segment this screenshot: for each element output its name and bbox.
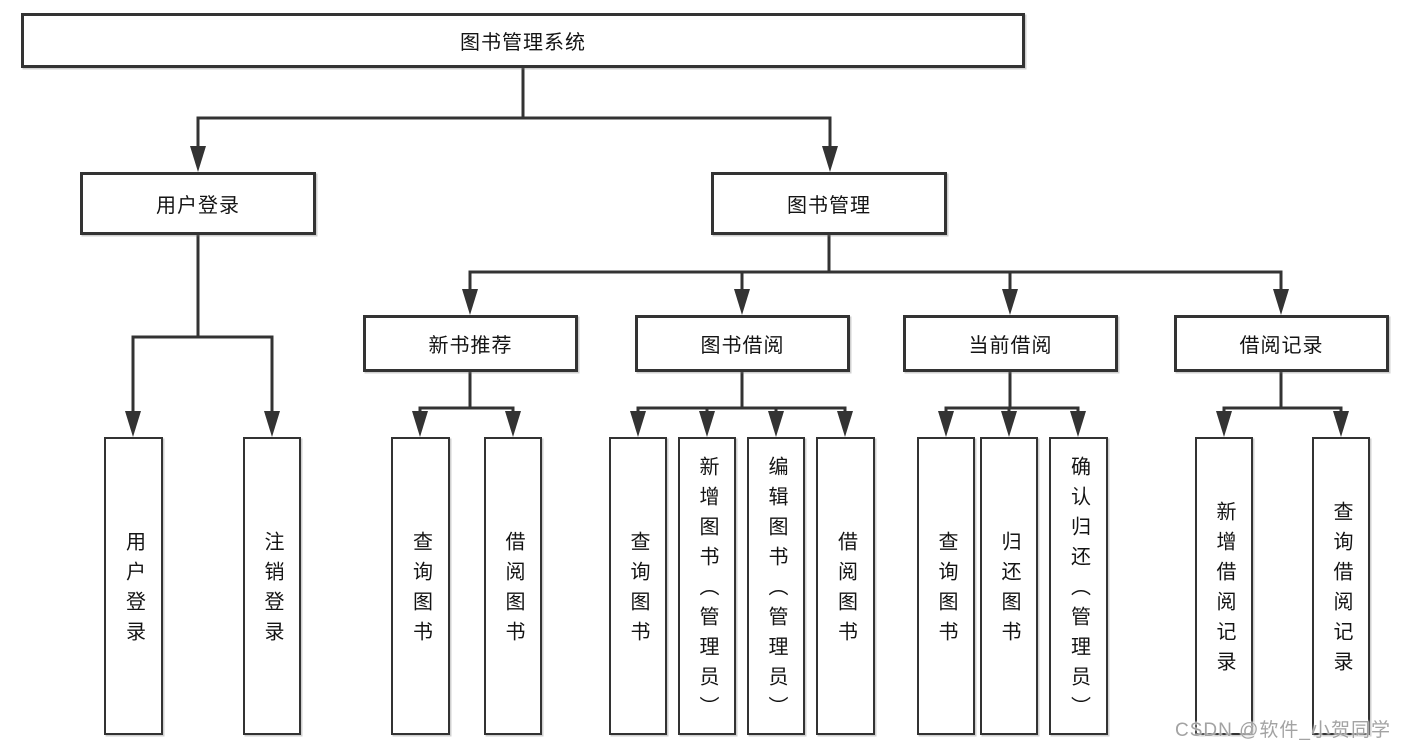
leaf-add-book-admin-label: 新增图书（管理员） [696,456,718,726]
node-root-label: 图书管理系统 [460,32,586,54]
leaf-query-borrow-record: 查询借阅记录 [1312,437,1370,735]
node-book-management: 图书管理 [711,172,947,235]
leaf-query-books-current-label: 查询图书 [935,531,957,651]
leaf-borrow-books: 借阅图书 [816,437,875,735]
node-user-login: 用户登录 [80,172,316,235]
node-root: 图书管理系统 [21,13,1025,68]
leaf-borrow-books-recommend: 借阅图书 [484,437,542,735]
leaf-user-login-label: 用户登录 [122,531,145,651]
node-current-borrow: 当前借阅 [903,315,1118,372]
leaf-borrow-books-label: 借阅图书 [834,531,857,651]
node-book-borrow: 图书借阅 [635,315,850,372]
leaf-logout-label: 注销登录 [261,531,283,651]
leaf-user-login: 用户登录 [104,437,163,735]
leaf-logout: 注销登录 [243,437,301,735]
node-new-book-recommend: 新书推荐 [363,315,578,372]
leaf-add-book-admin: 新增图书（管理员） [678,437,736,735]
leaf-query-books-borrow: 查询图书 [609,437,667,735]
leaf-query-books-current: 查询图书 [917,437,975,735]
leaf-query-borrow-record-label: 查询借阅记录 [1330,501,1352,681]
node-borrow-records: 借阅记录 [1174,315,1389,372]
watermark: CSDN @软件_小贺同学 [1175,720,1391,741]
node-book-borrow-label: 图书借阅 [700,335,785,357]
leaf-borrow-books-recommend-label: 借阅图书 [502,531,524,651]
leaf-return-book-label: 归还图书 [998,531,1020,651]
leaf-edit-book-admin-label: 编辑图书（管理员） [765,456,787,726]
leaf-edit-book-admin: 编辑图书（管理员） [747,437,805,735]
leaf-query-books-recommend-label: 查询图书 [409,531,432,651]
leaf-add-borrow-record-label: 新增借阅记录 [1213,501,1235,681]
leaf-return-book: 归还图书 [980,437,1038,735]
node-book-management-label: 图书管理 [787,195,871,217]
leaf-add-borrow-record: 新增借阅记录 [1195,437,1253,735]
node-current-borrow-label: 当前借阅 [968,335,1053,357]
leaf-query-books-recommend: 查询图书 [391,437,450,735]
node-user-login-label: 用户登录 [156,195,240,217]
leaf-confirm-return-admin: 确认归还（管理员） [1049,437,1108,735]
node-new-book-recommend-label: 新书推荐 [428,335,513,357]
node-borrow-records-label: 借阅记录 [1239,335,1324,357]
leaf-confirm-return-admin-label: 确认归还（管理员） [1067,456,1090,726]
leaf-query-books-borrow-label: 查询图书 [627,531,649,651]
